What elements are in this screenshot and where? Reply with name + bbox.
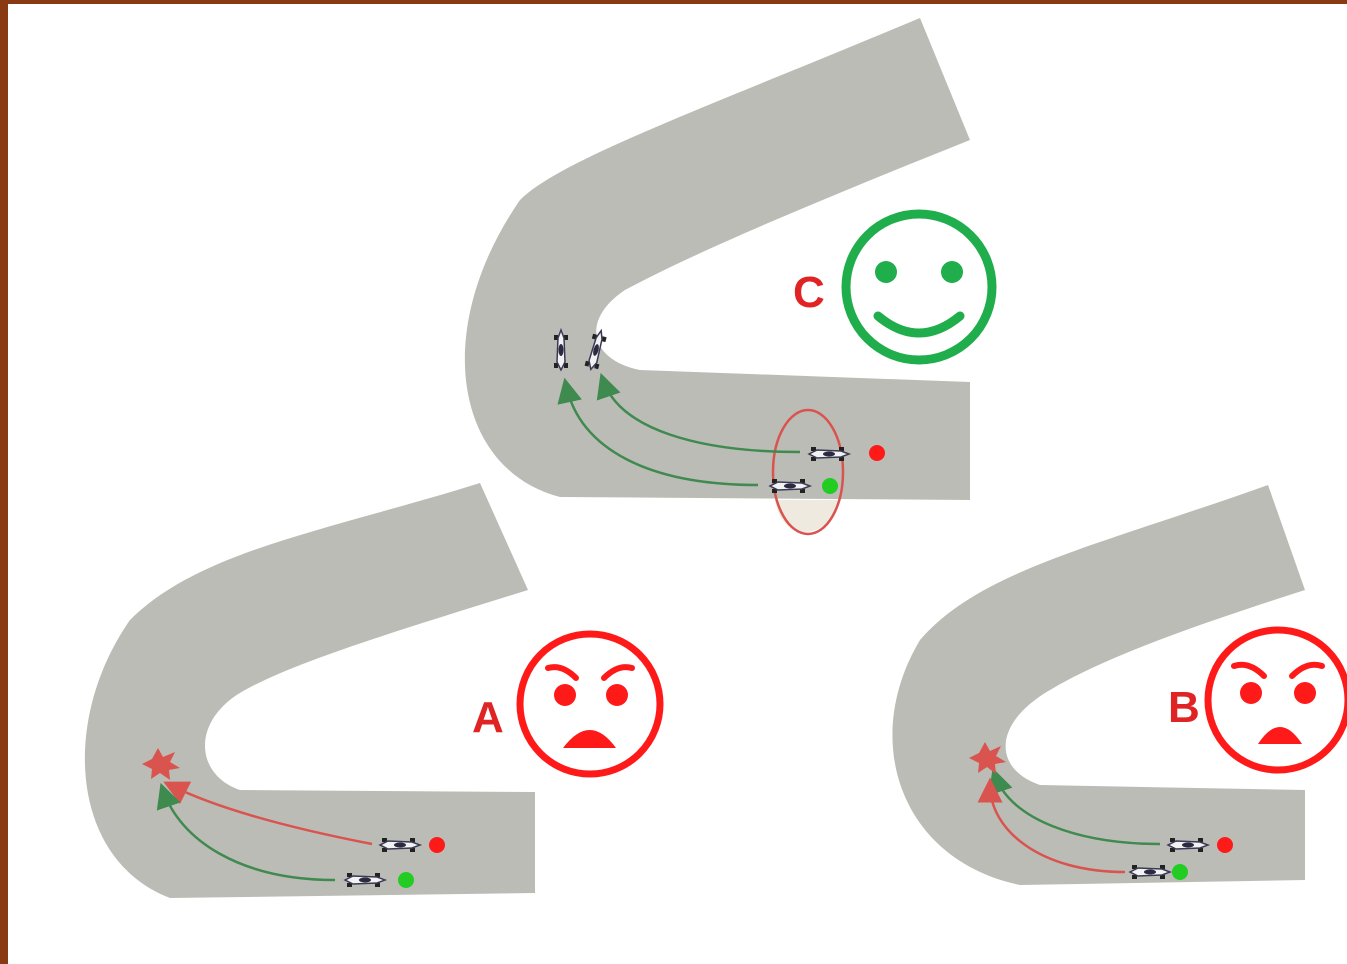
smiley-face-icon [846,214,992,360]
marker-green-a [398,872,414,888]
scenario-c: C [465,18,992,534]
track-c [465,18,970,500]
angry-face-icon [1208,630,1347,770]
label-b: B [1168,683,1200,732]
marker-red-a [429,837,445,853]
marker-green-b [1172,864,1188,880]
marker-green-c [822,478,838,494]
scenario-a: A [85,483,660,898]
label-a: A [472,693,504,742]
marker-red-c [869,445,885,461]
track-a [85,483,535,898]
marker-red-b [1217,837,1233,853]
angry-face-icon [520,634,660,774]
label-c: C [793,268,825,317]
scenario-b: B [892,485,1347,885]
track-b [892,485,1305,885]
